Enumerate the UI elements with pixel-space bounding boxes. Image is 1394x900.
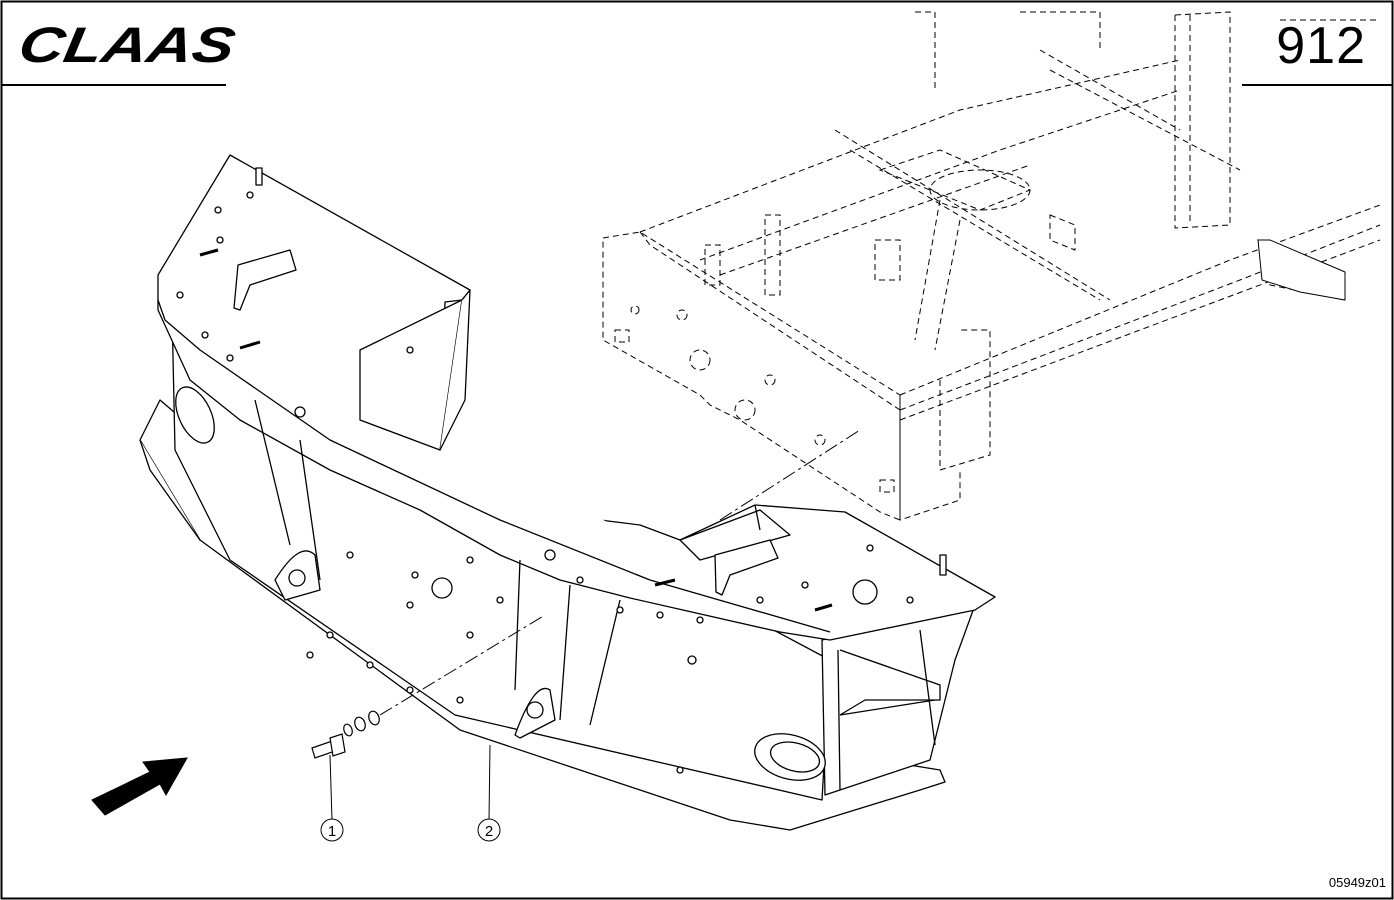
brand-logo-text: CLAAS: [15, 20, 237, 70]
direction-arrow-icon: [91, 757, 188, 816]
callout-2: 2: [477, 818, 501, 842]
callout-leaders: [329, 744, 491, 821]
assembly-axis-rear: [719, 429, 861, 521]
assembly-axis: [379, 614, 546, 716]
chassis-frame: [602, 11, 1381, 521]
callout-2-number: 2: [485, 823, 493, 840]
callout-1: 1: [320, 818, 344, 842]
fastener-set: [311, 710, 380, 759]
brand-logo: CLAAS: [15, 20, 237, 70]
front-weight: [139, 154, 996, 831]
tie-bar-bracket: [1257, 239, 1346, 301]
page-number: 912: [1276, 17, 1366, 75]
drawing-id: 05949z01: [1328, 875, 1386, 890]
callout-1-number: 1: [328, 823, 336, 840]
